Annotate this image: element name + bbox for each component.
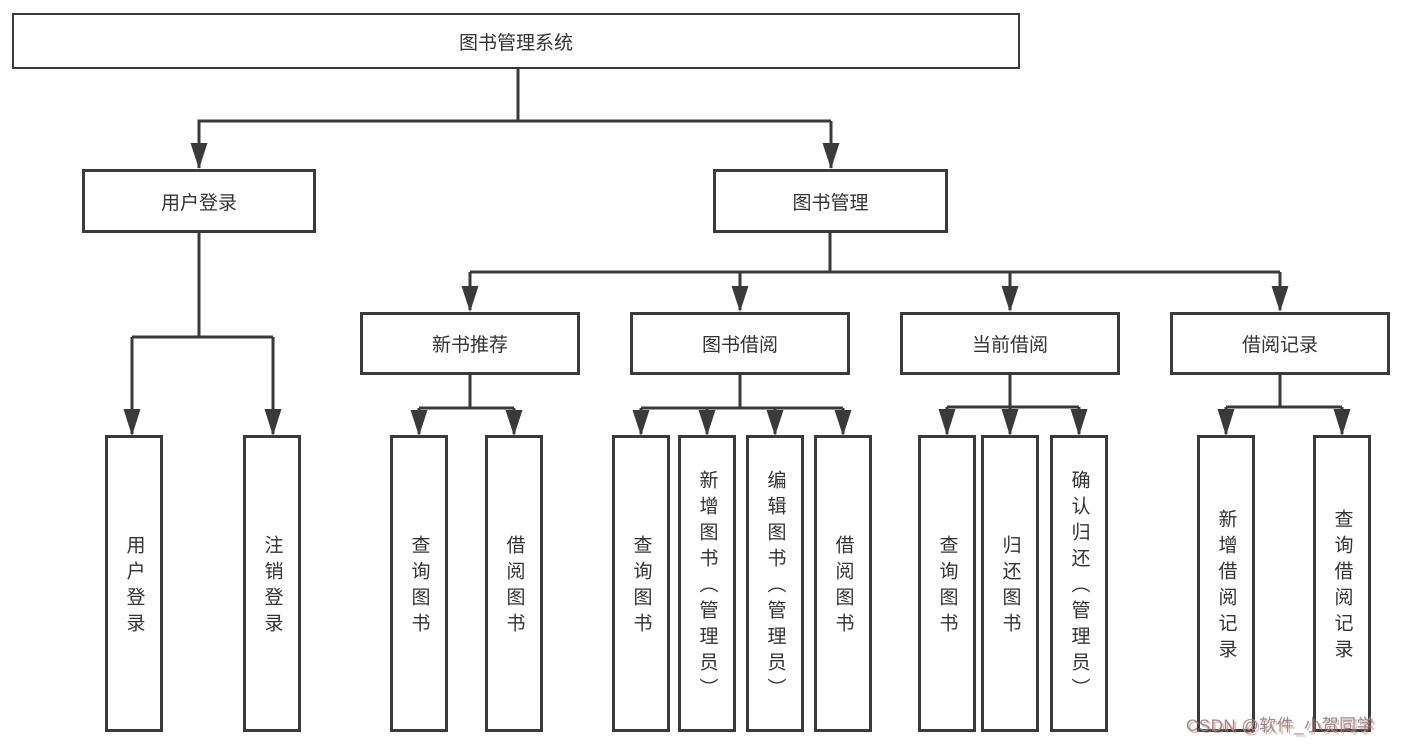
leaf-borrow-edit-book-admin: 编辑图书（管理员）: [746, 435, 804, 732]
node-new-book-recommendation: 新书推荐: [360, 312, 580, 375]
leaf-current-query-book: 查询图书: [918, 435, 976, 732]
leaf-user-login: 用户登录: [105, 435, 163, 732]
node-borrowing-records: 借阅记录: [1170, 312, 1390, 375]
leaf-current-confirm-return-admin: 确认归还（管理员）: [1050, 435, 1108, 732]
node-user-login: 用户登录: [82, 169, 316, 233]
node-book-management: 图书管理: [713, 169, 948, 233]
leaf-recommend-query-book: 查询图书: [390, 435, 448, 732]
leaf-records-query-borrow-record: 查询借阅记录: [1313, 435, 1371, 732]
leaf-recommend-borrow-book: 借阅图书: [485, 435, 543, 732]
node-book-borrowing: 图书借阅: [630, 312, 850, 375]
leaf-current-return-book: 归还图书: [981, 435, 1039, 732]
csdn-watermark: CSDN @软件_小贺同学: [1186, 716, 1375, 735]
leaf-records-add-borrow-record: 新增借阅记录: [1197, 435, 1255, 732]
leaf-borrow-add-book-admin: 新增图书（管理员）: [678, 435, 736, 732]
node-root-library-management-system: 图书管理系统: [12, 13, 1020, 69]
leaf-borrow-query-book: 查询图书: [612, 435, 670, 732]
leaf-borrow-borrow-book: 借阅图书: [814, 435, 872, 732]
leaf-logout: 注销登录: [243, 435, 301, 732]
node-current-borrowing: 当前借阅: [900, 312, 1120, 375]
